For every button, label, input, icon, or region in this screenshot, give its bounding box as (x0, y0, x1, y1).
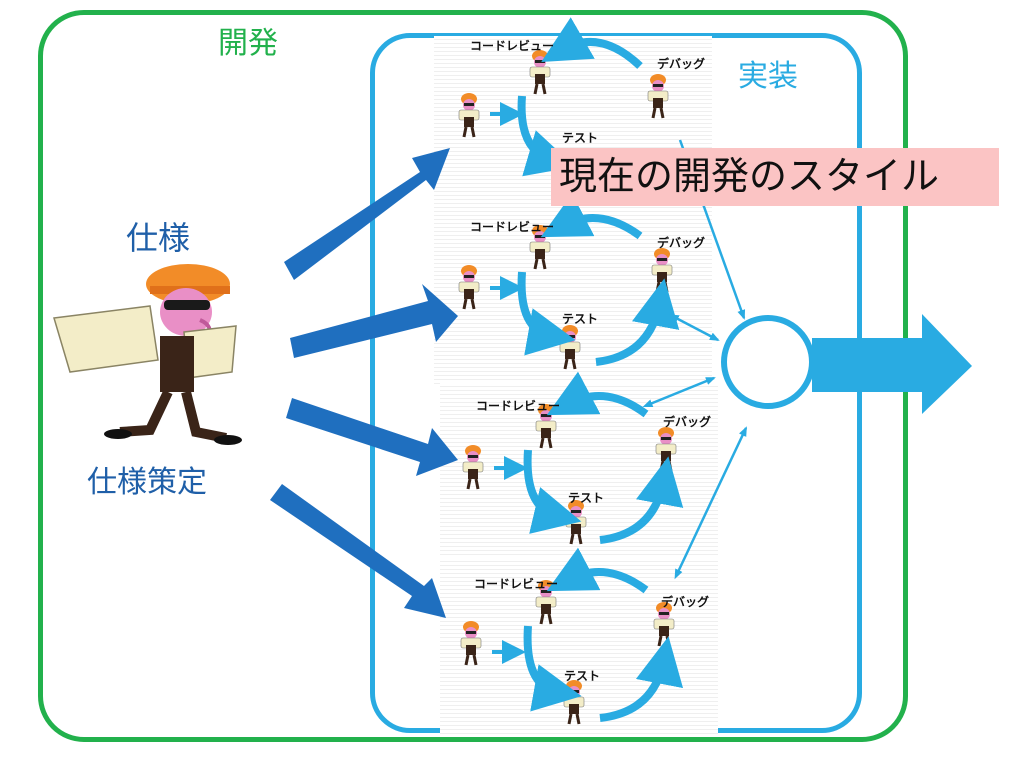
test-label-1: テスト (562, 131, 599, 145)
merge-node (721, 315, 815, 409)
debug-label-1: デバッグ (657, 57, 706, 71)
cycle-diagram-2 (457, 193, 680, 371)
debug-label-2: デバッグ (657, 236, 706, 250)
code-review-label-3: コードレビュー (476, 399, 561, 413)
debug-label-3: デバッグ (663, 415, 712, 429)
test-label-4: テスト (564, 669, 601, 683)
cycle-diagram-4 (459, 547, 684, 726)
slide-title: 現在の開発のスタイル (559, 154, 940, 198)
specification-definition-label: 仕様策定 (87, 465, 207, 500)
cycle-diagram-1 (457, 17, 670, 202)
output-arrow (812, 314, 972, 414)
cycle-diagram-3 (461, 371, 684, 546)
code-review-label-2: コードレビュー (470, 220, 555, 234)
engineer-icon (53, 264, 242, 445)
code-review-label-1: コードレビュー (470, 39, 555, 53)
merge-connectors (642, 139, 748, 580)
implementation-label: 実装 (738, 59, 798, 94)
debug-label-4: デバッグ (661, 595, 710, 609)
code-review-label-4: コードレビュー (474, 577, 559, 591)
title-box (551, 148, 999, 206)
spec-arrows (270, 148, 458, 618)
test-label-3: テスト (568, 491, 605, 505)
development-label: 開発 (218, 26, 278, 61)
specification-label: 仕様 (126, 219, 191, 257)
test-label-2: テスト (562, 312, 599, 326)
